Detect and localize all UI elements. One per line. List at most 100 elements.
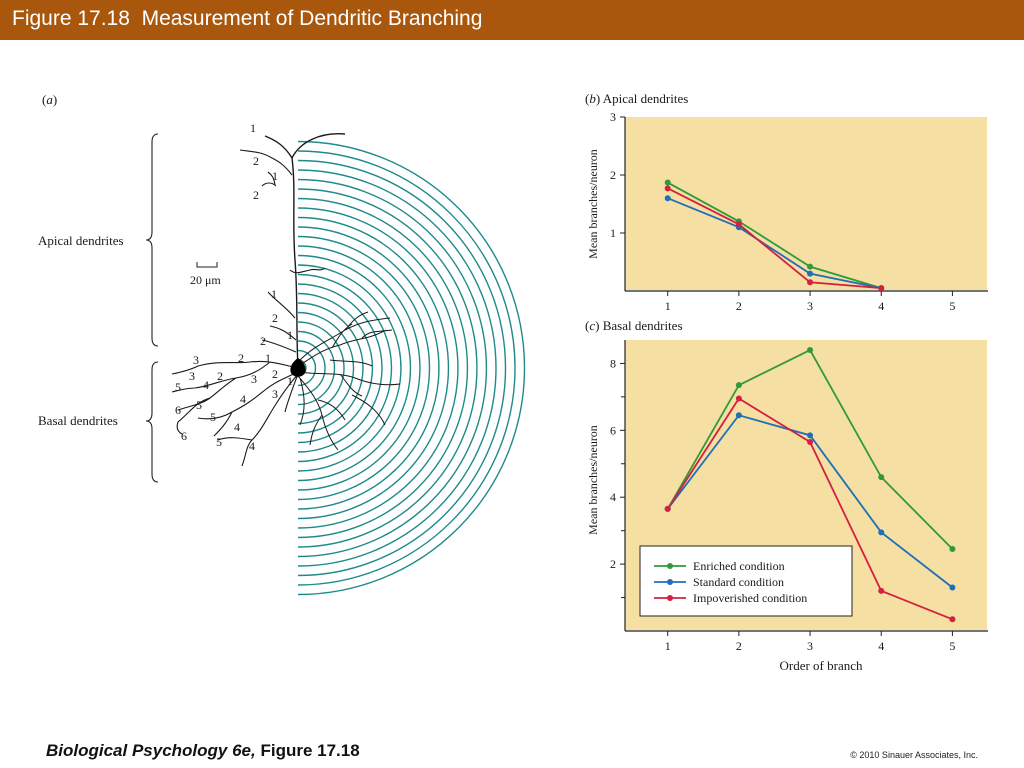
- legend-marker: [667, 563, 673, 569]
- y-tick-label: 1: [610, 226, 616, 240]
- chart-b-y-label: Mean branches/neuron: [586, 149, 600, 259]
- legend-label: Impoverished condition: [693, 591, 807, 605]
- ring-arc: [297, 159, 507, 577]
- x-tick-label: 4: [878, 299, 884, 313]
- x-tick-label: 5: [949, 639, 955, 653]
- legend-box: [639, 545, 853, 617]
- panel-c-heading: (c) Basal dendrites: [585, 318, 683, 333]
- panel-b-title: Apical dendrites: [603, 91, 689, 106]
- data-point: [949, 584, 956, 591]
- footer-book-reference: Biological Psychology 6e, Figure 17.18: [46, 741, 360, 761]
- chart-c-y-label: Mean branches/neuron: [586, 425, 600, 535]
- data-point: [807, 432, 814, 439]
- data-point: [735, 395, 742, 402]
- panel-c-title: Basal dendrites: [603, 318, 683, 333]
- footer-book-title: Biological Psychology 6e,: [46, 741, 256, 760]
- data-point: [735, 382, 742, 389]
- svg-text:4: 4: [234, 420, 240, 434]
- series-line: [667, 181, 882, 289]
- data-point: [664, 185, 671, 192]
- data-point: [878, 474, 885, 481]
- data-point: [878, 529, 885, 536]
- ring-arc: [297, 264, 402, 472]
- legend-marker: [667, 579, 673, 585]
- data-point: [735, 412, 742, 419]
- svg-text:6: 6: [181, 429, 187, 443]
- svg-text:3: 3: [272, 387, 278, 401]
- ring-arc: [297, 178, 488, 558]
- svg-text:1: 1: [265, 351, 271, 365]
- ring-arc: [297, 216, 450, 520]
- scale-label: 20 μm: [190, 273, 221, 287]
- data-point: [949, 616, 956, 623]
- legend-label: Standard condition: [693, 575, 784, 589]
- y-tick-label: 2: [610, 557, 616, 571]
- data-point: [735, 221, 742, 228]
- svg-text:1: 1: [272, 169, 278, 183]
- ring-arc: [297, 188, 478, 548]
- title-bar: Figure 17.18 Measurement of Dendritic Br…: [0, 0, 1024, 40]
- footer-copyright: © 2010 Sinauer Associates, Inc.: [850, 750, 978, 760]
- y-tick-label: 3: [610, 110, 616, 124]
- series-line: [667, 197, 882, 289]
- ring-arc: [297, 235, 431, 501]
- ring-arc: [297, 197, 469, 539]
- svg-text:5: 5: [196, 398, 202, 412]
- apical-dendrites-label: Apical dendrites: [38, 233, 124, 248]
- concentric-rings: [297, 140, 526, 596]
- apical-side-branches: [239, 149, 293, 187]
- y-tick-label: 2: [610, 168, 616, 182]
- ring-arc: [297, 340, 326, 396]
- y-tick-label: 6: [610, 423, 616, 437]
- panel-a: (a) Apical dendrites Basal dendrites 20 …: [38, 92, 526, 596]
- ring-arc: [297, 311, 355, 425]
- legend-marker: [667, 595, 673, 601]
- svg-text:5: 5: [216, 435, 222, 449]
- svg-text:1: 1: [271, 287, 277, 301]
- ring-arc: [297, 330, 336, 406]
- panel-b-heading: (b) Apical dendrites: [585, 91, 688, 106]
- ring-arc: [297, 207, 459, 529]
- svg-text:3: 3: [189, 369, 195, 383]
- x-tick-label: 2: [736, 299, 742, 313]
- panel-c-letter: c: [589, 318, 595, 333]
- ring-arc: [297, 245, 421, 491]
- x-tick-label: 1: [665, 639, 671, 653]
- svg-text:4: 4: [249, 439, 255, 453]
- data-point: [807, 270, 814, 277]
- ring-arc: [297, 140, 526, 596]
- svg-text:6: 6: [175, 403, 181, 417]
- apical-trunk: [264, 133, 346, 369]
- scale-bar: [196, 262, 218, 268]
- chart-c-x-label: Order of branch: [779, 658, 863, 673]
- svg-text:3: 3: [251, 372, 257, 386]
- data-point: [949, 546, 956, 553]
- panel-a-letter: a: [46, 92, 53, 107]
- branch-order-numbers: 1 2 1 2 1 2 1 2 3 2 1 3 2 5 4 2 3 1 5 4 …: [175, 121, 293, 453]
- svg-text:2: 2: [260, 334, 266, 348]
- basal-dendritic-branches: [171, 360, 299, 467]
- svg-text:1: 1: [287, 374, 293, 388]
- x-tick-label: 3: [807, 299, 813, 313]
- svg-text:4: 4: [240, 392, 246, 406]
- ring-arc: [297, 169, 497, 567]
- series-line: [667, 187, 882, 289]
- data-point: [878, 285, 885, 292]
- svg-text:5: 5: [175, 380, 181, 394]
- ring-arc: [297, 302, 364, 434]
- apical-brace: [145, 133, 159, 347]
- x-tick-label: 4: [878, 639, 884, 653]
- panel-c: (c) Basal dendrites Mean branches/neuron…: [585, 318, 988, 673]
- figure: (a) Apical dendrites Basal dendrites 20 …: [38, 91, 988, 673]
- svg-text:4: 4: [203, 378, 209, 392]
- data-point: [807, 279, 814, 286]
- basal-brace: [145, 361, 159, 483]
- svg-text:2: 2: [238, 351, 244, 365]
- x-tick-label: 3: [807, 639, 813, 653]
- ring-arc: [297, 273, 393, 463]
- chart-b-plot-area: [625, 117, 987, 290]
- soma: [290, 358, 306, 377]
- x-tick-label: 5: [949, 299, 955, 313]
